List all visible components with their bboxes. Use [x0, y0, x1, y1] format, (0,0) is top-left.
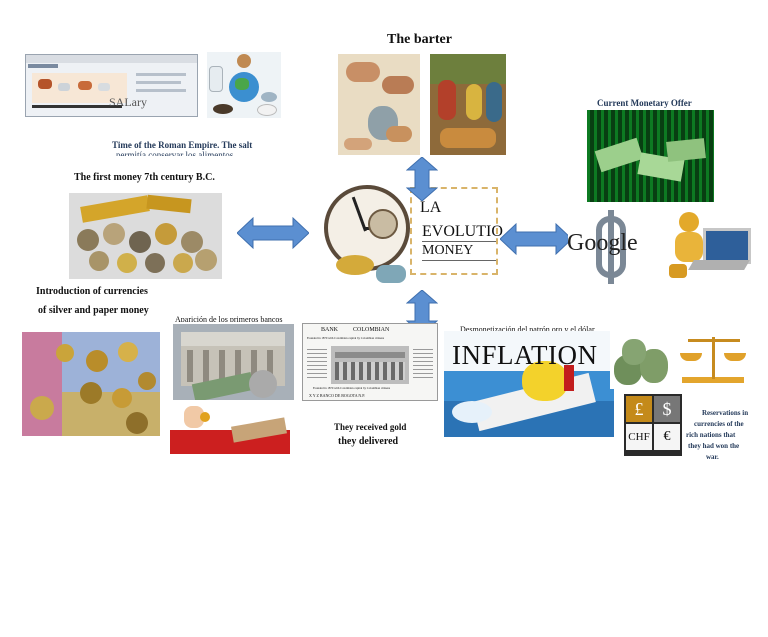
double-arrow-right [500, 222, 572, 256]
dollar-tile: $ [654, 396, 680, 422]
euro-tile: € [654, 424, 680, 450]
dollar-bills-image [587, 110, 714, 202]
reservations-line-3: rich nations that [686, 431, 736, 439]
gold-figure-laptop-image [661, 208, 751, 288]
double-arrow-left [237, 216, 309, 250]
currency-symbols-image: £ $ CHF € [624, 394, 682, 456]
reservations-line-2: currencies of the [694, 420, 744, 428]
bank-building-image [173, 324, 294, 400]
bank-document-image: BANK COLOMBIAN Founded in 1870 with Colo… [302, 323, 438, 401]
reservations-line-4: they had won the [688, 442, 740, 450]
received-gold-label: They received gold [334, 422, 407, 432]
pound-tile: £ [626, 396, 652, 422]
reservations-line-1: Reservations in [702, 409, 749, 417]
dollar-symbol: $ [662, 399, 672, 419]
center-line-2: EVOLUTIO [422, 223, 503, 240]
chf-symbol: CHF [628, 431, 650, 443]
roman-salt-caption: Time of the Roman Empire. The salt [112, 140, 253, 150]
barter-market-image [430, 54, 506, 155]
pound-symbol: £ [634, 399, 644, 419]
bank-doc-line-b: Founded in 1870 with Colombian capital b… [313, 386, 390, 390]
euro-symbol: € [663, 429, 671, 444]
page-title: The barter [387, 32, 452, 47]
barter-hands-image [338, 54, 420, 155]
google-label: Google [567, 230, 638, 256]
chf-tile: CHF [626, 424, 652, 450]
intro-currencies-label-1: Introduction of currencies [36, 286, 148, 297]
google-dollar-image [568, 210, 654, 284]
inflation-image [444, 331, 614, 437]
money-bags-scale-image [610, 329, 748, 389]
first-money-label: The first money 7th century B.C. [74, 172, 215, 183]
double-arrow-up [406, 157, 438, 201]
hand-coin-image [170, 402, 290, 454]
banks-label: Aparición de los primeros bancos [175, 315, 283, 322]
bank-doc-heading-right: COLOMBIAN [353, 327, 390, 333]
center-line-1: LA [420, 199, 442, 216]
inflation-top-caption: Desmonetización del patrón oro y el dóla… [460, 325, 595, 332]
intro-currencies-label-2: of silver and paper money [38, 305, 149, 316]
inflation-label: INFLATION [452, 340, 598, 370]
reservations-line-5: war. [706, 453, 719, 461]
bank-doc-line-a: Founded in 1870 with Colombian capital b… [307, 336, 384, 340]
delivered-label: they delivered [338, 436, 399, 447]
ancient-coins-image [69, 193, 222, 279]
center-line-3: MONEY [422, 243, 474, 258]
bank-doc-heading-left: BANK [321, 327, 339, 333]
bank-doc-footer: X Y Z BANCO DE BOGOTA N.P. [309, 393, 366, 398]
browser-screenshot-image: SALary [25, 54, 198, 117]
current-offer-label: Current Monetary Offer [597, 98, 692, 108]
salt-globe-image [207, 52, 281, 118]
evolution-money-logo: LA EVOLUTIO MONEY [318, 183, 508, 288]
euro-currency-image [22, 332, 160, 436]
salary-label: SALary [109, 95, 147, 109]
roman-salt-caption-2: permitía conservar los alimentos [116, 150, 234, 156]
